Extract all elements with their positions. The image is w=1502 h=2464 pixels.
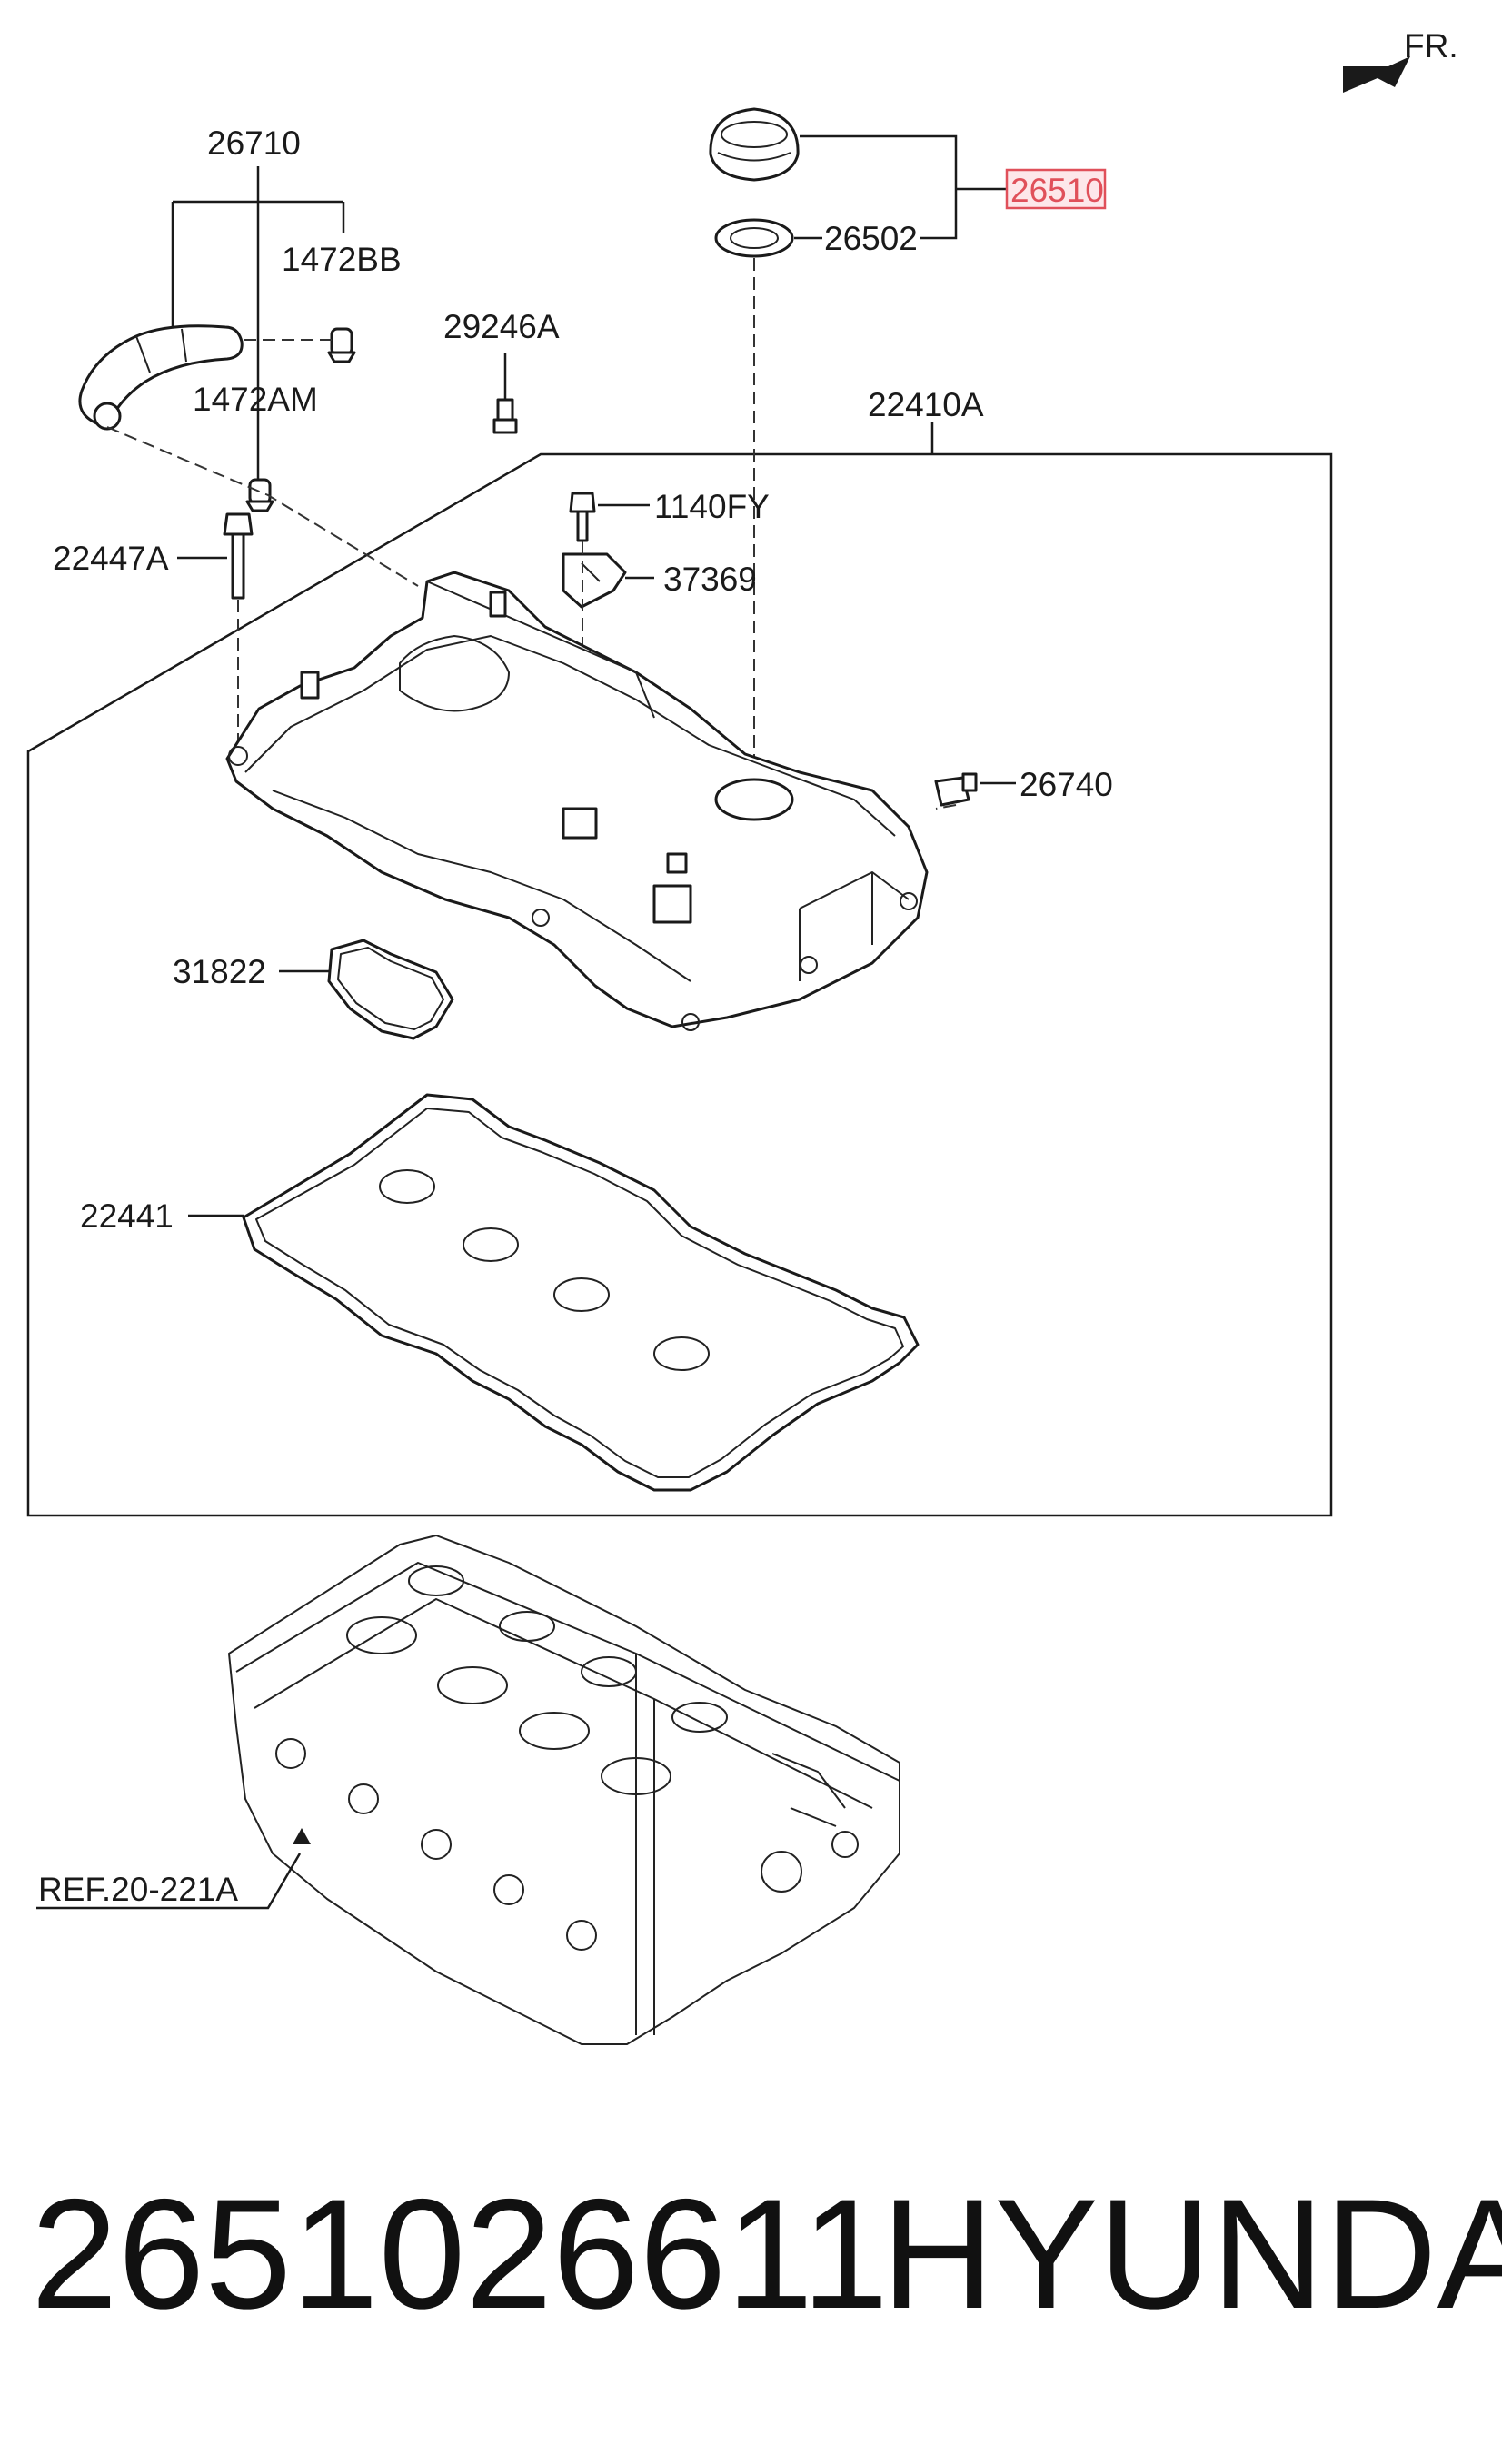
cover-gasket-22441 <box>242 1093 920 1492</box>
breather-hose <box>78 324 244 431</box>
callout-26740[interactable]: 26740 <box>1020 766 1113 803</box>
front-direction-label: FR. <box>1404 27 1458 65</box>
head-reference-leader <box>36 1853 302 1910</box>
callout-1472AM[interactable]: 1472AM <box>193 381 318 418</box>
callout-1472BB[interactable]: 1472BB <box>282 241 402 278</box>
hose-route-dash <box>106 426 419 587</box>
hose-clamp-bb <box>327 327 356 363</box>
callout-31822[interactable]: 31822 <box>173 953 266 990</box>
callout-26710[interactable]: 26710 <box>207 124 301 162</box>
pcv-valve-26740 <box>934 772 978 807</box>
callout-26502[interactable]: 26502 <box>824 220 918 257</box>
head-reference-arrow-icon <box>293 1828 311 1844</box>
cylinder-head-cover <box>225 571 929 1031</box>
hose-leader-bracket <box>171 200 345 327</box>
bolt-1140FY <box>569 492 596 542</box>
bracket-37369 <box>562 552 627 609</box>
front-direction-arrow-icon <box>1343 56 1410 93</box>
oil-filler-cap <box>709 107 800 182</box>
cover-assembly-frame <box>26 452 1333 1517</box>
cylinder-head-reference <box>228 1535 900 2045</box>
callout-1140FY[interactable]: 1140FY <box>654 488 770 525</box>
callout-37369[interactable]: 37369 <box>663 561 757 598</box>
callout-22441[interactable]: 22441 <box>80 1197 174 1235</box>
hose-clamp-am <box>245 478 274 512</box>
brand-name: HYUNDAI <box>881 2167 1502 2341</box>
gasket-31822 <box>327 939 454 1040</box>
callout-ref-20-221A[interactable]: REF.20-221A <box>38 1871 238 1908</box>
highlight-box-26510 <box>1005 168 1107 210</box>
part-number: 2651026611 <box>31 2167 889 2341</box>
callout-22447A[interactable]: 22447A <box>53 540 169 577</box>
stud-bolt-22447A <box>223 512 254 600</box>
callout-26510[interactable]: 26510 <box>1010 172 1104 209</box>
pcv-dash <box>935 804 957 810</box>
cap-gasket-26502 <box>714 218 794 258</box>
bolt-29246A <box>492 398 518 434</box>
callout-29246A[interactable]: 29246A <box>443 308 560 345</box>
callout-22410A[interactable]: 22410A <box>868 386 984 423</box>
cap-leader <box>800 134 958 240</box>
